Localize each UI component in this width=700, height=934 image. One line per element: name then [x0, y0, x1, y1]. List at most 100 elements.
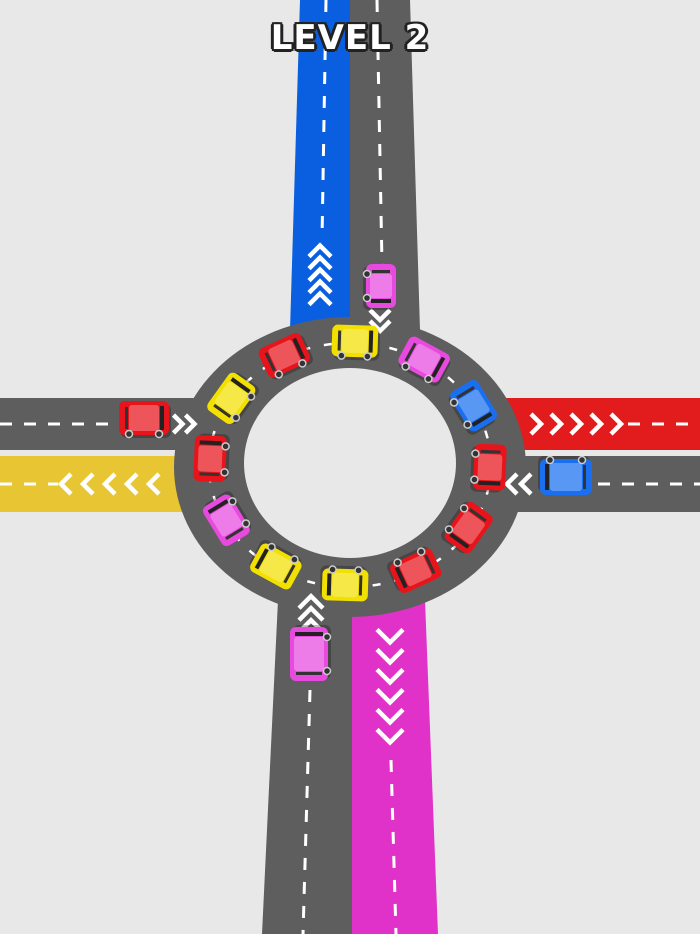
car-rear-window: [264, 352, 276, 372]
roundabout-car-12-red[interactable]: [257, 330, 315, 382]
car-windshield: [431, 356, 446, 378]
car-wheel: [463, 420, 472, 429]
chevron-icon: [368, 319, 392, 335]
chevron-icon: [145, 472, 161, 496]
south-road-dashes: [301, 689, 312, 934]
car-rear-window: [283, 564, 296, 584]
blue-exit-lane: [290, 0, 350, 330]
roundabout-car-5-red[interactable]: [439, 498, 495, 557]
cars-layer[interactable]: [119, 264, 592, 681]
car-body: [473, 443, 507, 491]
roundabout-car-10-red[interactable]: [193, 433, 230, 483]
roundabout-island: [244, 368, 456, 558]
chevron-icon: [171, 413, 186, 435]
car-windshield: [254, 548, 269, 570]
car-rear-window: [125, 407, 128, 429]
car-wheel: [328, 565, 337, 574]
roundabout-car-9-magenta[interactable]: [200, 489, 255, 548]
chevron-icon: [183, 413, 198, 435]
car-roof: [210, 504, 243, 537]
car-windshield: [449, 532, 470, 549]
car-rear-window: [225, 527, 244, 540]
car-wheel: [363, 352, 372, 361]
waiting-car-east[interactable]: [538, 455, 592, 495]
north-entry-chevrons: [368, 308, 392, 335]
car-rear-window: [583, 465, 586, 489]
roundabout-car-1-yellow[interactable]: [331, 324, 381, 361]
car-wheel: [459, 504, 469, 513]
car-wheel: [401, 362, 410, 371]
chevron-icon: [297, 593, 325, 610]
chevron-icon: [375, 727, 405, 746]
car-wheel: [274, 370, 284, 379]
chevron-icon: [307, 242, 333, 259]
level-title: LEVEL 2: [270, 18, 430, 58]
car-wheel: [322, 666, 332, 676]
car-wheel: [444, 525, 454, 534]
west-entry-chevrons: [171, 413, 198, 435]
car-rear-window: [456, 386, 475, 399]
roundabout-car-8-yellow[interactable]: [246, 538, 305, 592]
car-rear-window: [213, 403, 232, 418]
yellow-exit-chevrons: [57, 472, 161, 496]
chevron-icon: [589, 412, 605, 436]
roundabout-car-3-blue[interactable]: [445, 378, 500, 437]
car-wheel: [221, 442, 230, 451]
blue-exit-chevrons: [307, 242, 333, 307]
car-wheel: [154, 429, 164, 439]
chevron-icon: [529, 412, 545, 436]
car-windshield: [160, 406, 164, 430]
chevron-icon: [375, 707, 405, 726]
car-wheel: [393, 558, 402, 567]
magenta-exit-lane: [352, 600, 438, 934]
waiting-car-west[interactable]: [119, 401, 171, 439]
roundabout-car-6-red[interactable]: [385, 544, 443, 596]
car-roof: [457, 389, 490, 422]
car-wheel: [290, 555, 299, 564]
car-wheel: [267, 542, 276, 552]
car-wheel: [545, 455, 555, 465]
chevron-icon: [307, 254, 333, 271]
car-wheel: [220, 468, 229, 477]
car-roof: [331, 572, 359, 598]
car-windshield: [394, 566, 408, 589]
red-exit-chevrons: [529, 412, 625, 436]
chevron-icon: [503, 472, 519, 496]
chevron-icon: [375, 687, 405, 706]
magenta-lane-dashes: [389, 759, 398, 934]
car-wheel: [231, 413, 241, 422]
car-wheel: [449, 398, 459, 407]
chevron-icon: [549, 412, 565, 436]
car-wheel: [354, 566, 363, 575]
car-wheel: [471, 449, 480, 458]
car-roof: [129, 405, 159, 431]
chevron-icon: [297, 605, 325, 622]
roundabout-car-4-red[interactable]: [470, 443, 507, 493]
car-rear-window: [199, 472, 220, 477]
car-rear-window: [358, 575, 363, 596]
car-wheel: [241, 519, 251, 528]
roundabout-car-2-magenta[interactable]: [395, 334, 454, 388]
car-body: [193, 435, 227, 483]
car-windshield: [230, 377, 251, 394]
waiting-car-south[interactable]: [290, 625, 332, 681]
car-roof: [197, 445, 223, 473]
car-windshield: [545, 464, 549, 490]
chevron-icon: [307, 290, 333, 307]
car-rear-window: [337, 330, 342, 351]
north-road-dashes: [375, 0, 384, 266]
roundabout-car-7-yellow[interactable]: [319, 565, 369, 602]
car-roof: [550, 463, 582, 491]
car-windshield: [371, 299, 391, 303]
chevron-icon: [375, 667, 405, 686]
car-roof: [341, 328, 369, 354]
chevron-icon: [57, 472, 73, 496]
roundabout-car-11-yellow[interactable]: [205, 369, 261, 428]
car-wheel: [337, 351, 346, 360]
car-roof: [294, 637, 324, 671]
waiting-car-north[interactable]: [362, 264, 396, 310]
car-wheel: [362, 269, 372, 279]
